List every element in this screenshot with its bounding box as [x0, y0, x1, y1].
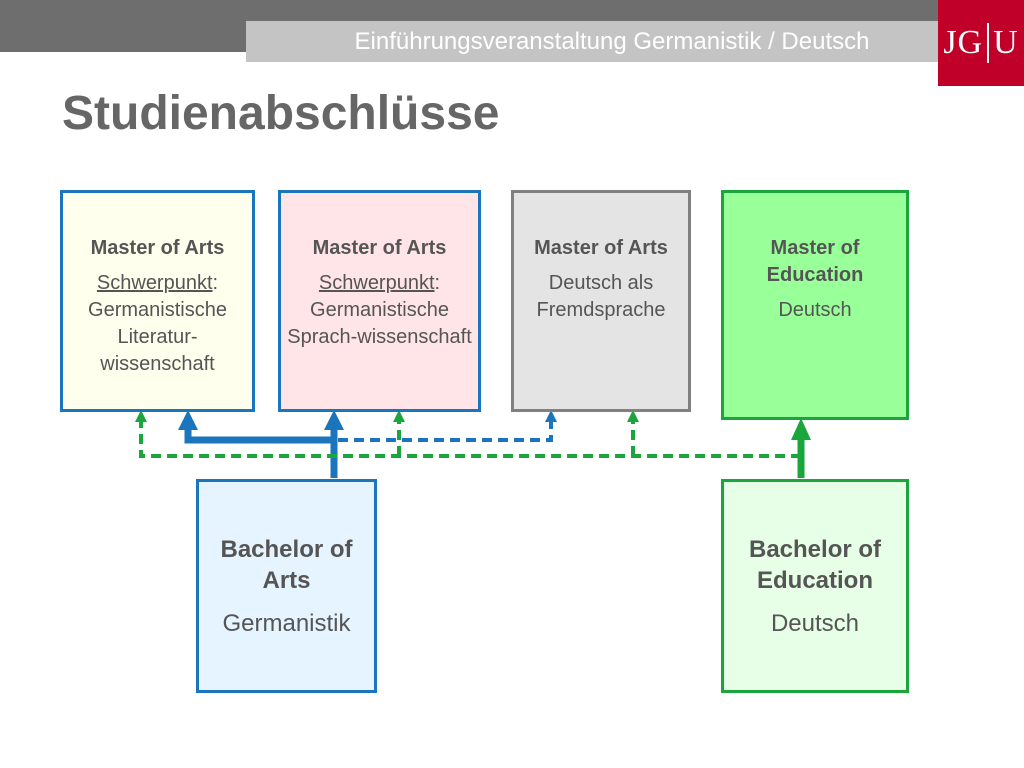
box-title: Master of Arts — [90, 237, 225, 259]
ba-to-daf-arrow — [338, 410, 557, 442]
box-subtitle: Schwerpunkt: Germanistische Literatur-wi… — [88, 272, 227, 375]
ba-to-ma-arrows — [178, 410, 344, 478]
box-title: Bachelor of Education — [748, 536, 882, 594]
master-of-arts-linguistics-box: Master of Arts Schwerpunkt: Germanistisc… — [278, 190, 481, 412]
box-subtitle: Deutsch — [778, 299, 852, 321]
focus-label: Schwerpunkt — [96, 272, 213, 294]
focus-label: Schwerpunkt — [318, 272, 435, 294]
box-title: Bachelor of Arts — [220, 536, 353, 594]
box-subtitle: Deutsch — [770, 610, 860, 637]
master-of-arts-literature-box: Master of Arts Schwerpunkt: Germanistisc… — [60, 190, 255, 412]
box-title: Master of Arts — [312, 237, 447, 259]
bachelor-of-education-box: Bachelor of Education Deutsch — [721, 479, 909, 693]
box-title: Master of Education — [766, 237, 864, 286]
box-subtitle: Schwerpunkt: Germanistische Sprach-wisse… — [287, 272, 472, 348]
box-title: Master of Arts — [534, 237, 668, 259]
box-subtitle: Deutsch als Fremdsprache — [536, 272, 666, 321]
logo-text-left: JG — [943, 24, 984, 61]
bed-to-med-arrow — [791, 418, 811, 478]
bed-to-ma-arrows — [135, 410, 801, 458]
focus-text: Germanistische Literatur-wissenschaft — [88, 299, 227, 375]
header-subtitle: Einführungsveranstaltung Germanistik / D… — [246, 21, 938, 62]
master-of-arts-daf-box: Master of Arts Deutsch als Fremdsprache — [511, 190, 691, 412]
box-subtitle: Germanistik — [222, 610, 351, 637]
page-title: Studienabschlüsse — [62, 87, 500, 140]
master-of-education-box: Master of Education Deutsch — [721, 190, 909, 420]
logo-divider — [987, 23, 990, 63]
focus-text: Germanistische Sprach-wissenschaft — [287, 299, 472, 348]
logo-text-right: U — [993, 24, 1019, 61]
bachelor-of-arts-box: Bachelor of Arts Germanistik — [196, 479, 377, 693]
